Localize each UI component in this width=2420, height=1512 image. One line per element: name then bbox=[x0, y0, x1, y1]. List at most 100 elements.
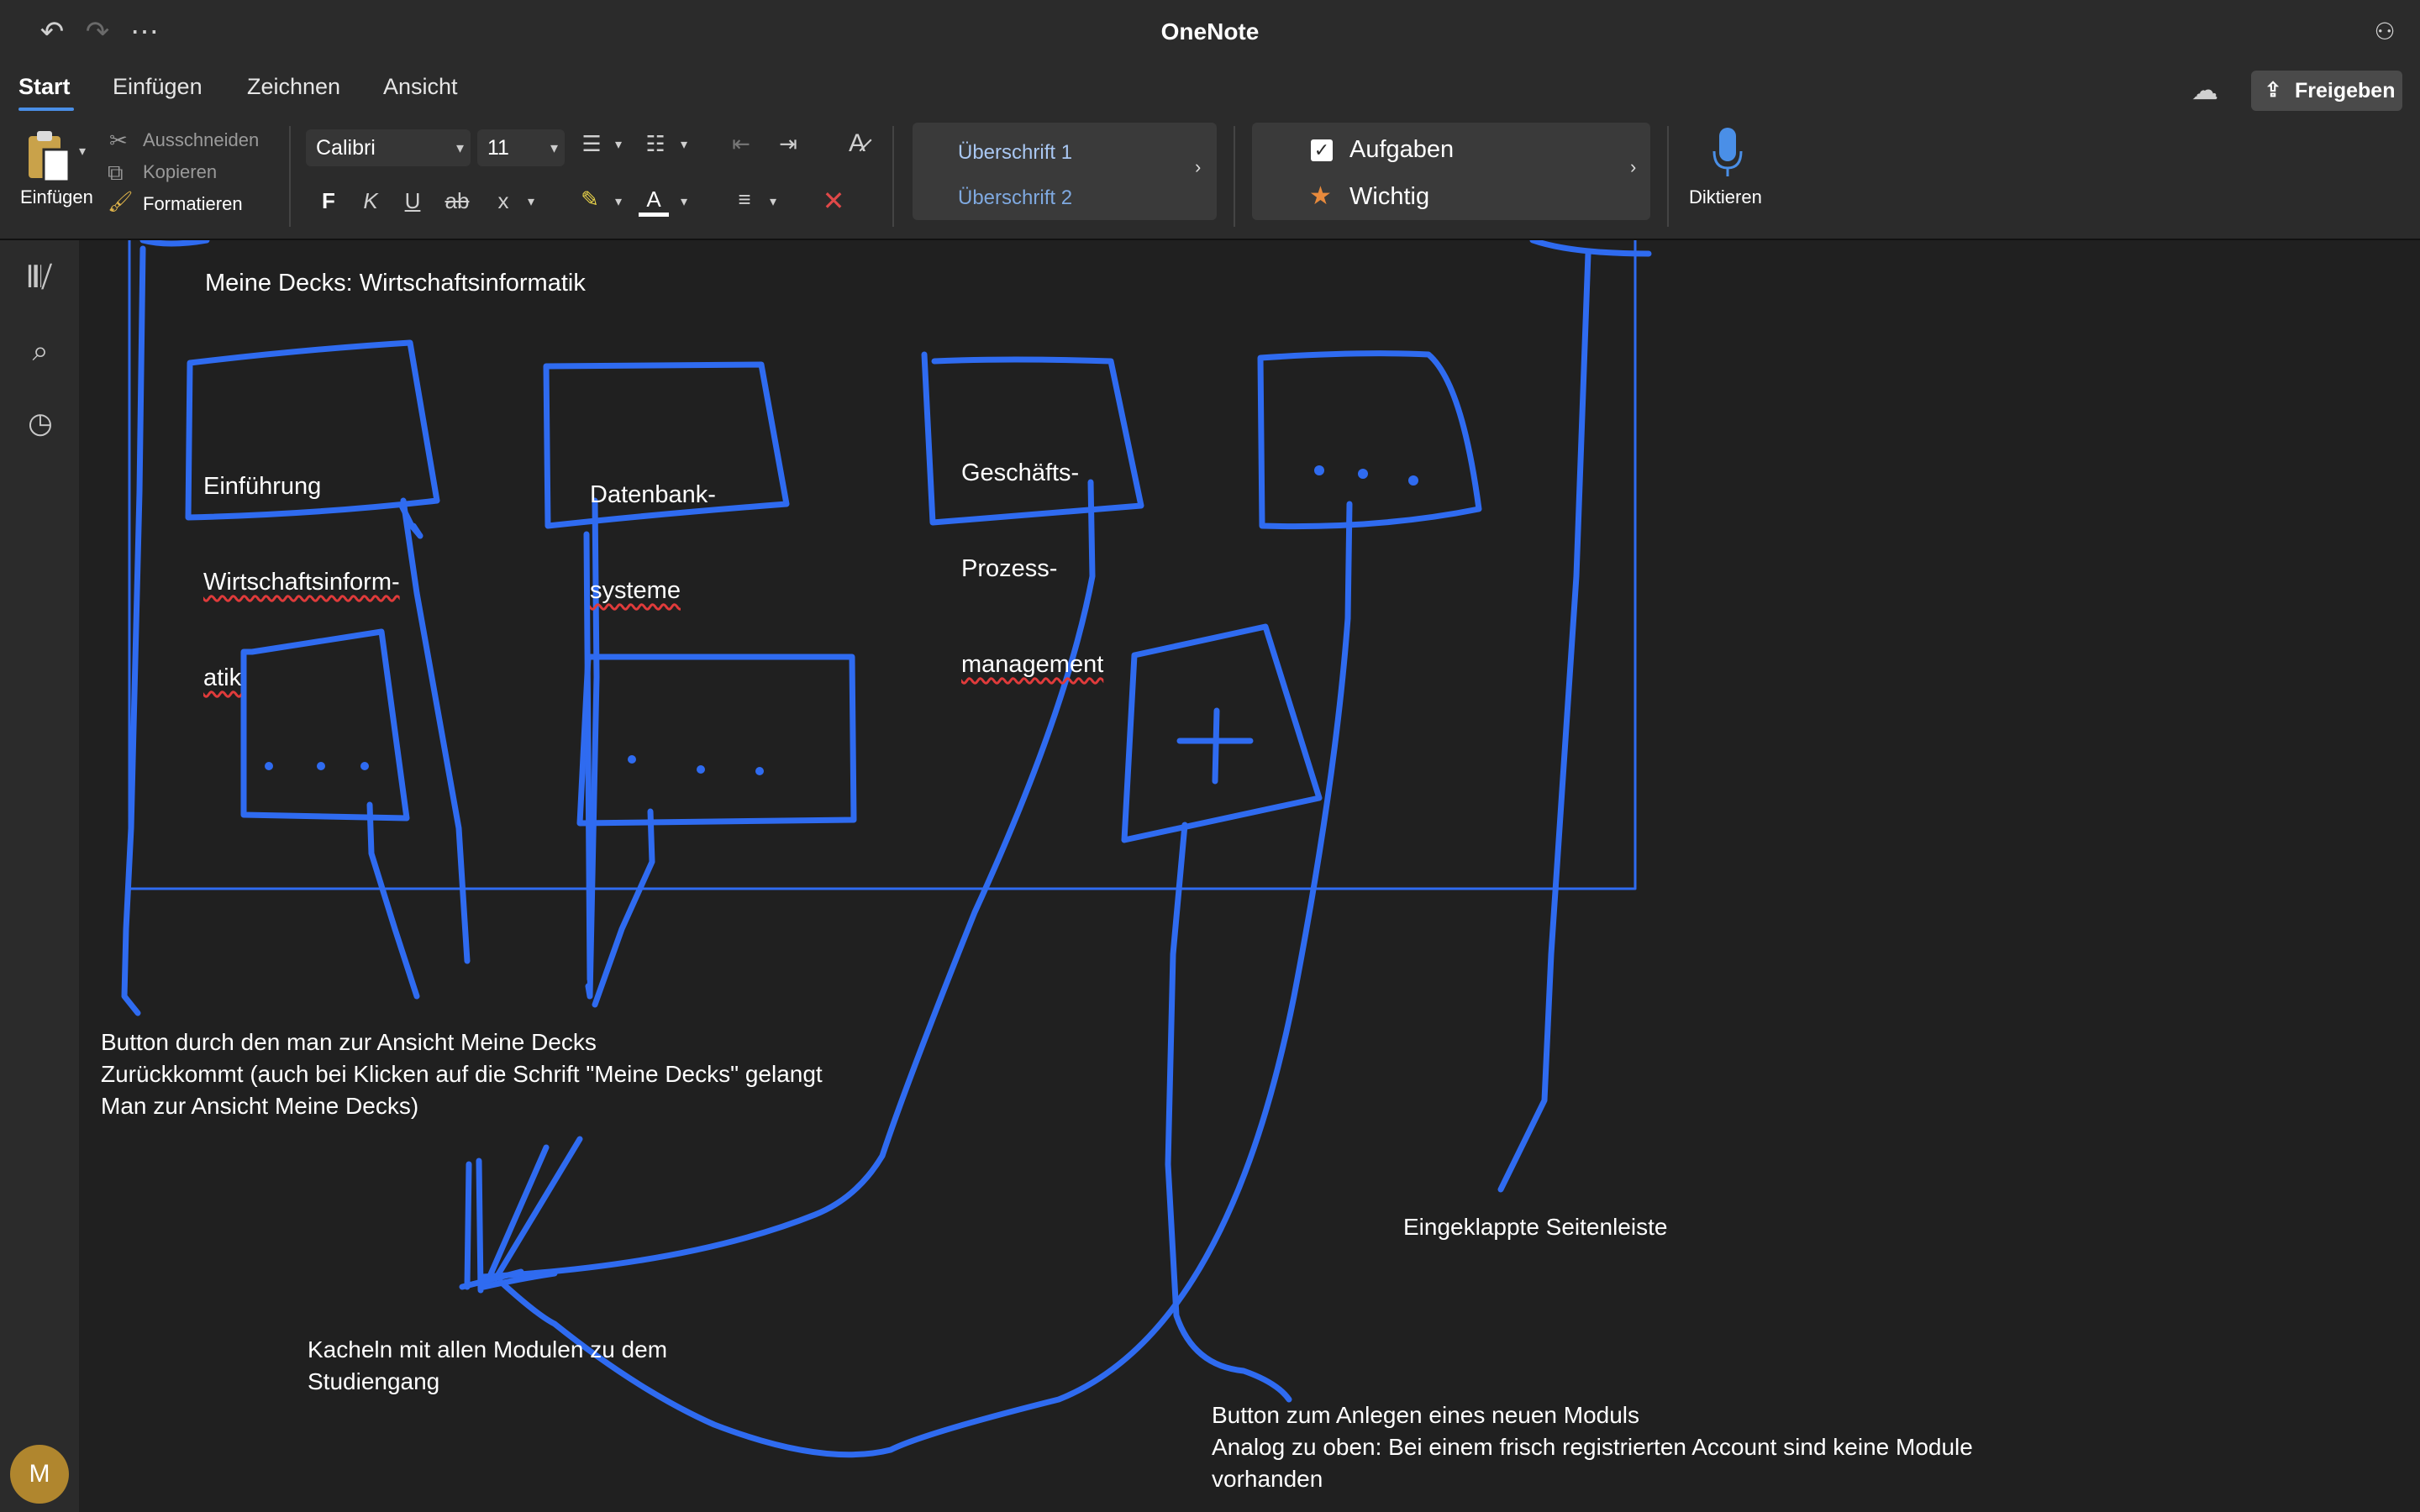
recent-clock-icon[interactable]: ◷ bbox=[28, 407, 53, 439]
account-switch-icon[interactable]: ⚇ bbox=[2374, 18, 2396, 45]
tag-important[interactable]: Wichtig bbox=[1349, 183, 1430, 210]
paste-button[interactable] bbox=[25, 129, 72, 185]
tile-text-line: management bbox=[961, 651, 1104, 678]
arrow-head-stroke bbox=[464, 1136, 583, 1294]
checkbox-icon: ✓ bbox=[1311, 139, 1333, 161]
toolbar-divider bbox=[892, 126, 894, 227]
note-tiles[interactable]: Kacheln mit allen Modulen zu dem Studien… bbox=[308, 1336, 668, 1394]
paste-label[interactable]: Einfügen bbox=[20, 186, 93, 207]
tile-sketch bbox=[185, 339, 440, 521]
tab-einfuegen[interactable]: Einfügen bbox=[113, 74, 203, 99]
clipboard-icon bbox=[29, 131, 71, 183]
star-icon: ★ bbox=[1309, 182, 1332, 210]
bold-button[interactable]: F bbox=[322, 188, 335, 213]
tile-sketch bbox=[240, 628, 410, 822]
connector-stroke bbox=[1165, 822, 1292, 1403]
connector-stroke bbox=[400, 497, 471, 964]
tab-zeichnen[interactable]: Zeichnen bbox=[247, 74, 341, 99]
copy-icon: ⧉ bbox=[108, 160, 124, 185]
sync-cloud-icon[interactable]: ☁ bbox=[2191, 75, 2218, 105]
plus-sketch bbox=[1176, 707, 1254, 785]
arrow-head-stroke bbox=[459, 1268, 524, 1290]
style-heading-2[interactable]: Überschrift 2 bbox=[958, 186, 1073, 209]
tile-text-line: Prozess- bbox=[961, 555, 1058, 582]
style-heading-1[interactable]: Überschrift 1 bbox=[958, 141, 1073, 164]
tab-ansicht[interactable]: Ansicht bbox=[383, 74, 458, 99]
outdent-icon[interactable]: ⇤ bbox=[732, 131, 750, 156]
chevron-down-icon: ▾ bbox=[455, 139, 464, 156]
numbered-list-icon[interactable]: ☷ bbox=[645, 131, 666, 156]
font-size-value: 11 bbox=[487, 136, 509, 160]
font-size-select[interactable]: 11 ▾ bbox=[477, 129, 565, 166]
align-chevron-icon[interactable]: ▾ bbox=[769, 195, 777, 209]
connector-stroke bbox=[583, 531, 593, 983]
ribbon-tabs: Start Einfügen Zeichnen Ansicht ☁ ⇪ Frei… bbox=[0, 64, 2420, 118]
cut-button[interactable]: Ausschneiden bbox=[143, 129, 260, 150]
connector-stroke bbox=[366, 801, 420, 1000]
chevron-right-icon[interactable]: › bbox=[1195, 156, 1202, 177]
tile-text-line: Geschäfts- bbox=[961, 459, 1080, 486]
note-new-module[interactable]: Button zum Anlegen eines neuen Moduls An… bbox=[1212, 1402, 1973, 1492]
tile-text-line: systeme bbox=[590, 577, 681, 604]
delete-icon[interactable]: ✕ bbox=[822, 186, 845, 216]
note-back-button[interactable]: Button durch den man zur Ansicht Meine D… bbox=[101, 1029, 823, 1119]
app-frame-sketch bbox=[128, 240, 1637, 890]
styles-gallery[interactable]: Überschrift 1 Überschrift 2 › bbox=[913, 123, 1217, 220]
indent-icon[interactable]: ⇥ bbox=[779, 131, 797, 156]
notebooks-icon[interactable]: 𝄃𝄃⧸ bbox=[28, 261, 53, 293]
tile-sketch bbox=[921, 351, 1144, 526]
chevron-right-icon[interactable]: › bbox=[1630, 156, 1637, 177]
highlighter-chevron-icon[interactable]: ▾ bbox=[614, 195, 623, 209]
connector-stroke bbox=[592, 808, 655, 1008]
page-heading[interactable]: Meine Decks: Wirtschaftsinformatik bbox=[205, 270, 586, 297]
tags-gallery[interactable]: ✓ Aufgaben ★ Wichtig › bbox=[1252, 123, 1650, 220]
search-icon[interactable]: ⌕ bbox=[32, 335, 49, 367]
tile-text-line: Wirtschaftsinform- bbox=[203, 569, 400, 596]
subscript-button[interactable]: x bbox=[497, 188, 509, 213]
bullet-list-chevron-icon[interactable]: ▾ bbox=[614, 138, 623, 152]
bullet-list-icon[interactable]: ☰ bbox=[581, 131, 602, 156]
tile-text-line: atik bbox=[203, 664, 242, 691]
note-collapsed-sidebar[interactable]: Eingeklappte Seitenleiste bbox=[1403, 1214, 1668, 1240]
tag-todo[interactable]: Aufgaben bbox=[1349, 136, 1455, 163]
tile-sketch bbox=[1257, 350, 1482, 530]
undo-icon[interactable]: ↶ bbox=[39, 16, 65, 48]
underline-button[interactable]: U bbox=[404, 188, 421, 213]
align-icon[interactable]: ≡ bbox=[738, 186, 751, 212]
microphone-shape bbox=[1712, 128, 1743, 176]
ellipsis-dots bbox=[265, 465, 1418, 775]
left-rail: 𝄃𝄃⧸ ⌕ ◷ M bbox=[0, 240, 79, 1512]
dictate-button[interactable]: Diktieren bbox=[1689, 186, 1762, 207]
tile-text-line: Datenbank- bbox=[590, 481, 716, 508]
connector-stroke bbox=[479, 479, 1096, 1280]
avatar[interactable]: M bbox=[10, 1445, 69, 1504]
clear-format-icon[interactable]: A̷ bbox=[848, 129, 865, 157]
paste-chevron-icon[interactable]: ▾ bbox=[79, 144, 87, 159]
toolbar-divider bbox=[289, 126, 291, 227]
connector-stroke bbox=[585, 497, 600, 1000]
font-color-chevron-icon[interactable]: ▾ bbox=[680, 195, 688, 209]
microphone-icon[interactable] bbox=[1707, 126, 1748, 180]
tab-start[interactable]: Start bbox=[18, 74, 71, 99]
font-family-select[interactable]: Calibri ▾ bbox=[306, 129, 471, 166]
toolbar-divider bbox=[1667, 126, 1669, 227]
font-color-button[interactable]: A bbox=[639, 186, 669, 217]
strikethrough-button[interactable]: ab bbox=[445, 188, 470, 213]
numbered-list-chevron-icon[interactable]: ▾ bbox=[680, 138, 688, 152]
tile-einfuehrung[interactable]: Einführung Wirtschaftsinform- atik bbox=[203, 407, 400, 726]
subscript-chevron-icon[interactable]: ▾ bbox=[527, 195, 535, 209]
tile-datenbanksysteme[interactable]: Datenbank- systeme bbox=[590, 415, 716, 638]
italic-button[interactable]: K bbox=[363, 188, 378, 213]
active-tab-indicator bbox=[18, 108, 74, 111]
share-button[interactable]: ⇪ Freigeben bbox=[2251, 71, 2402, 111]
more-icon[interactable]: ⋯ bbox=[130, 16, 159, 48]
highlighter-icon[interactable]: ✎ bbox=[581, 186, 599, 212]
share-icon: ⇪ bbox=[2265, 79, 2282, 102]
add-module-sketch bbox=[1121, 623, 1323, 843]
app-title: OneNote bbox=[1160, 18, 1260, 45]
format-painter-button[interactable]: Formatieren bbox=[143, 193, 243, 214]
tile-geschaeftsprozessmanagement[interactable]: Geschäfts- Prozess- management bbox=[961, 393, 1103, 712]
redo-icon[interactable]: ↷ bbox=[85, 16, 110, 48]
sidebar-stroke bbox=[1497, 250, 1591, 1193]
copy-button[interactable]: Kopieren bbox=[143, 161, 218, 182]
